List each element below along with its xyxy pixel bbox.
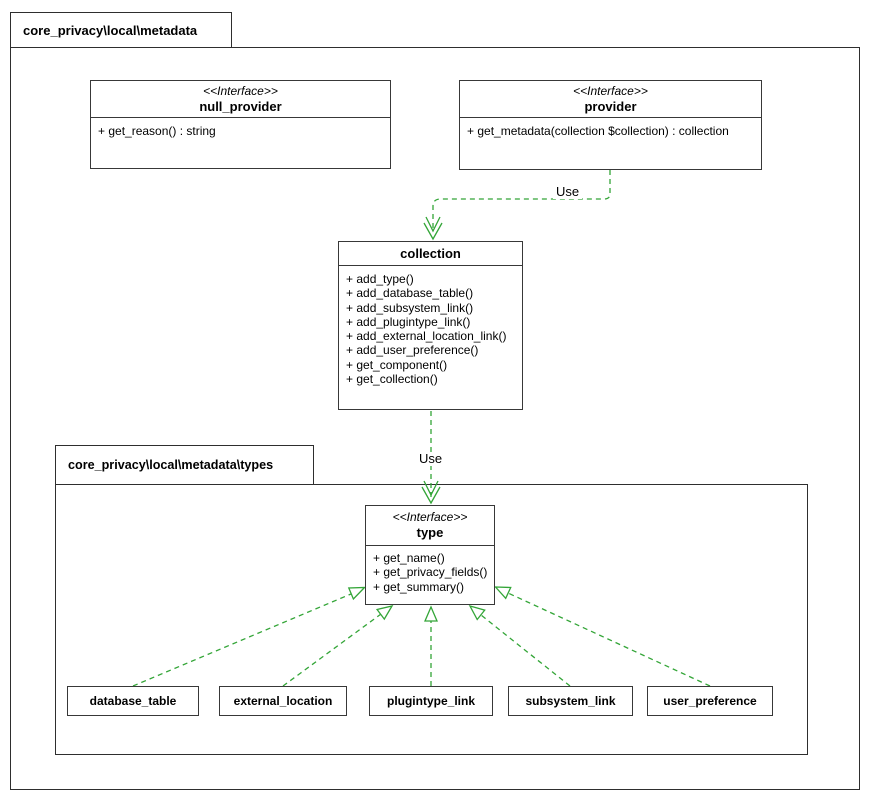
class-name: database_table [89, 694, 177, 708]
package-label: core_privacy\local\metadata [23, 22, 198, 38]
class-user-preference: user_preference [647, 686, 773, 716]
method: + add_user_preference() [346, 343, 479, 358]
class-collection-header: collection [339, 242, 522, 266]
method: + get_summary() [373, 579, 465, 594]
package-label: core_privacy\local\metadata\types [68, 458, 274, 472]
class-null-provider-methods: + get_reason() : string [91, 118, 390, 144]
package-tab-core-privacy-local-metadata-types: core_privacy\local\metadata\types [55, 445, 314, 485]
class-name: plugintype_link [386, 694, 475, 708]
class-provider: <<Interface>> provider + get_metadata(co… [459, 80, 762, 170]
class-type-methods: + get_name() + get_privacy_fields() + ge… [366, 546, 494, 599]
method: + add_external_location_link() [346, 329, 507, 344]
method: + add_subsystem_link() [346, 300, 474, 315]
class-plugintype-link: plugintype_link [369, 686, 493, 716]
class-provider-header: <<Interface>> provider [460, 81, 761, 118]
class-type-header: <<Interface>> type [366, 506, 494, 546]
method: + get_name() [373, 551, 445, 565]
package-tab-core-privacy-local-metadata: core_privacy\local\metadata [10, 12, 232, 48]
use-label-provider-collection: Use [553, 185, 583, 199]
class-type: <<Interface>> type + get_name() + get_pr… [365, 505, 495, 605]
method: + add_database_table() [346, 286, 474, 301]
class-name: user_preference [663, 694, 757, 708]
class-name: provider [584, 98, 637, 114]
class-null-provider-header: <<Interface>> null_provider [91, 81, 390, 118]
method: + get_collection() [346, 372, 438, 387]
stereotype-label: <<Interface>> [392, 510, 468, 524]
method: + get_reason() : string [98, 124, 216, 138]
method: + get_metadata(collection $collection) :… [467, 124, 729, 138]
class-collection: collection + add_type() + add_database_t… [338, 241, 523, 410]
class-name: type [416, 525, 444, 540]
method: + get_component() [346, 357, 448, 372]
class-collection-methods: + add_type() + add_database_table() + ad… [339, 266, 522, 392]
class-name: subsystem_link [525, 694, 616, 708]
stereotype-label: <<Interface>> [573, 83, 648, 98]
class-null-provider: <<Interface>> null_provider + get_reason… [90, 80, 391, 169]
stereotype-label: <<Interface>> [203, 83, 278, 98]
class-external-location: external_location [219, 686, 347, 716]
class-name: external_location [233, 694, 333, 708]
method: + add_plugintype_link() [346, 314, 471, 329]
package-body-core-privacy-local-metadata [10, 47, 860, 790]
class-provider-methods: + get_metadata(collection $collection) :… [460, 118, 761, 144]
class-name: null_provider [199, 98, 282, 114]
use-label-collection-type: Use [416, 452, 446, 466]
method: + get_privacy_fields() [373, 565, 488, 580]
class-name: collection [400, 245, 461, 261]
class-subsystem-link: subsystem_link [508, 686, 633, 716]
method: + add_type() [346, 272, 414, 286]
class-database-table: database_table [67, 686, 199, 716]
